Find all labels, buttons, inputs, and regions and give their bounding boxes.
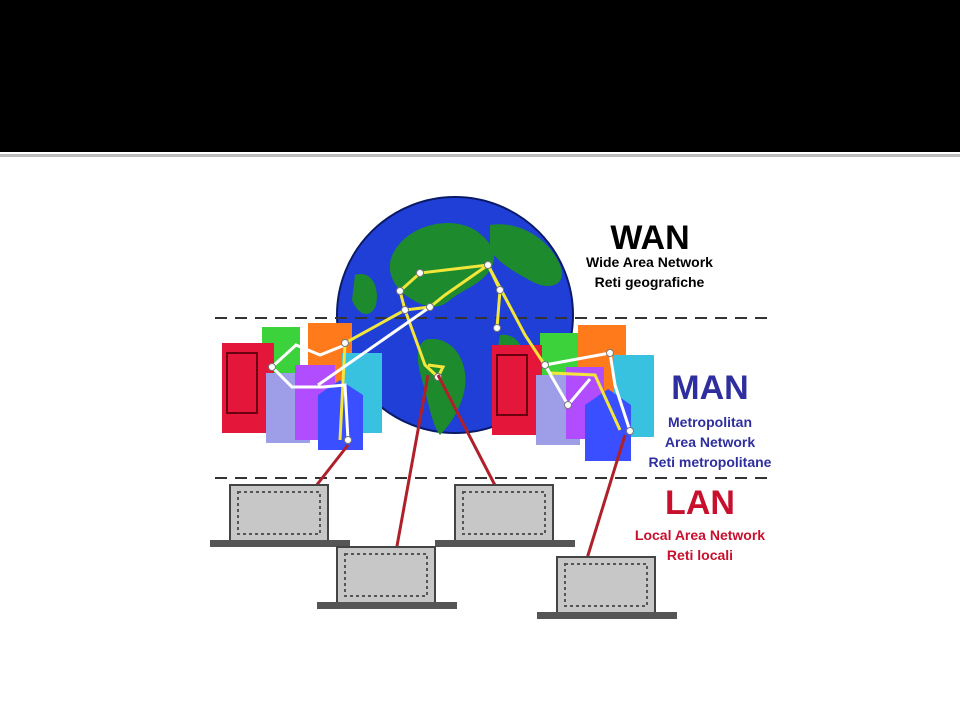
- man-line-3: Reti metropolitane: [648, 454, 772, 470]
- man-links: [270, 305, 632, 441]
- man-title: MAN: [671, 369, 749, 407]
- man-line-1: Metropolitan: [668, 414, 752, 430]
- divider-line: [0, 154, 960, 157]
- lan-building-3: [317, 546, 457, 609]
- network-diagram: WAN Wide Area Network Reti geografiche M…: [200, 195, 790, 625]
- wan-line-1: Wide Area Network: [586, 254, 713, 270]
- wan-line-2: Reti geografiche: [594, 274, 705, 290]
- title-bar: [0, 0, 960, 152]
- lan-links: [303, 374, 627, 566]
- lan-building-4: [537, 556, 677, 619]
- wan-title: WAN: [610, 219, 690, 257]
- lan-line-2: Reti locali: [666, 547, 734, 563]
- lan-line-1: Local Area Network: [634, 527, 766, 543]
- lan-building-1: [210, 484, 350, 547]
- network-illustration: [210, 196, 775, 619]
- link-nodes: [268, 261, 634, 444]
- man-line-2: Area Network: [664, 434, 756, 450]
- lan-building-2: [435, 484, 575, 547]
- lan-title: LAN: [665, 484, 735, 522]
